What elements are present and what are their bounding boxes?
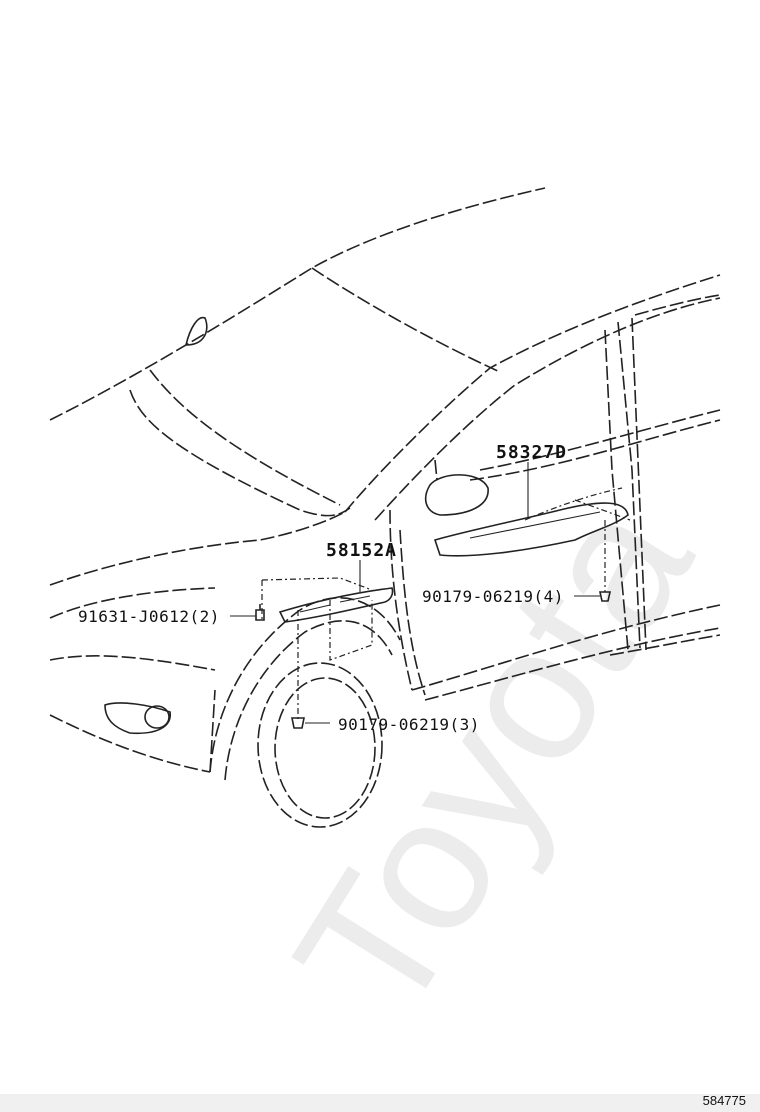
part-label-58327D: 58327D bbox=[496, 442, 568, 463]
part-label-58152A: 58152A bbox=[326, 540, 398, 561]
part-label-90179-06219-4: 90179-06219(4) bbox=[422, 587, 564, 606]
diagram-id: 584775 bbox=[702, 1093, 746, 1108]
part-label-90179-06219-3: 90179-06219(3) bbox=[338, 715, 480, 734]
part-label-91631-J0612-2: 91631-J0612(2) bbox=[78, 607, 220, 626]
footer-strip bbox=[0, 1094, 760, 1112]
